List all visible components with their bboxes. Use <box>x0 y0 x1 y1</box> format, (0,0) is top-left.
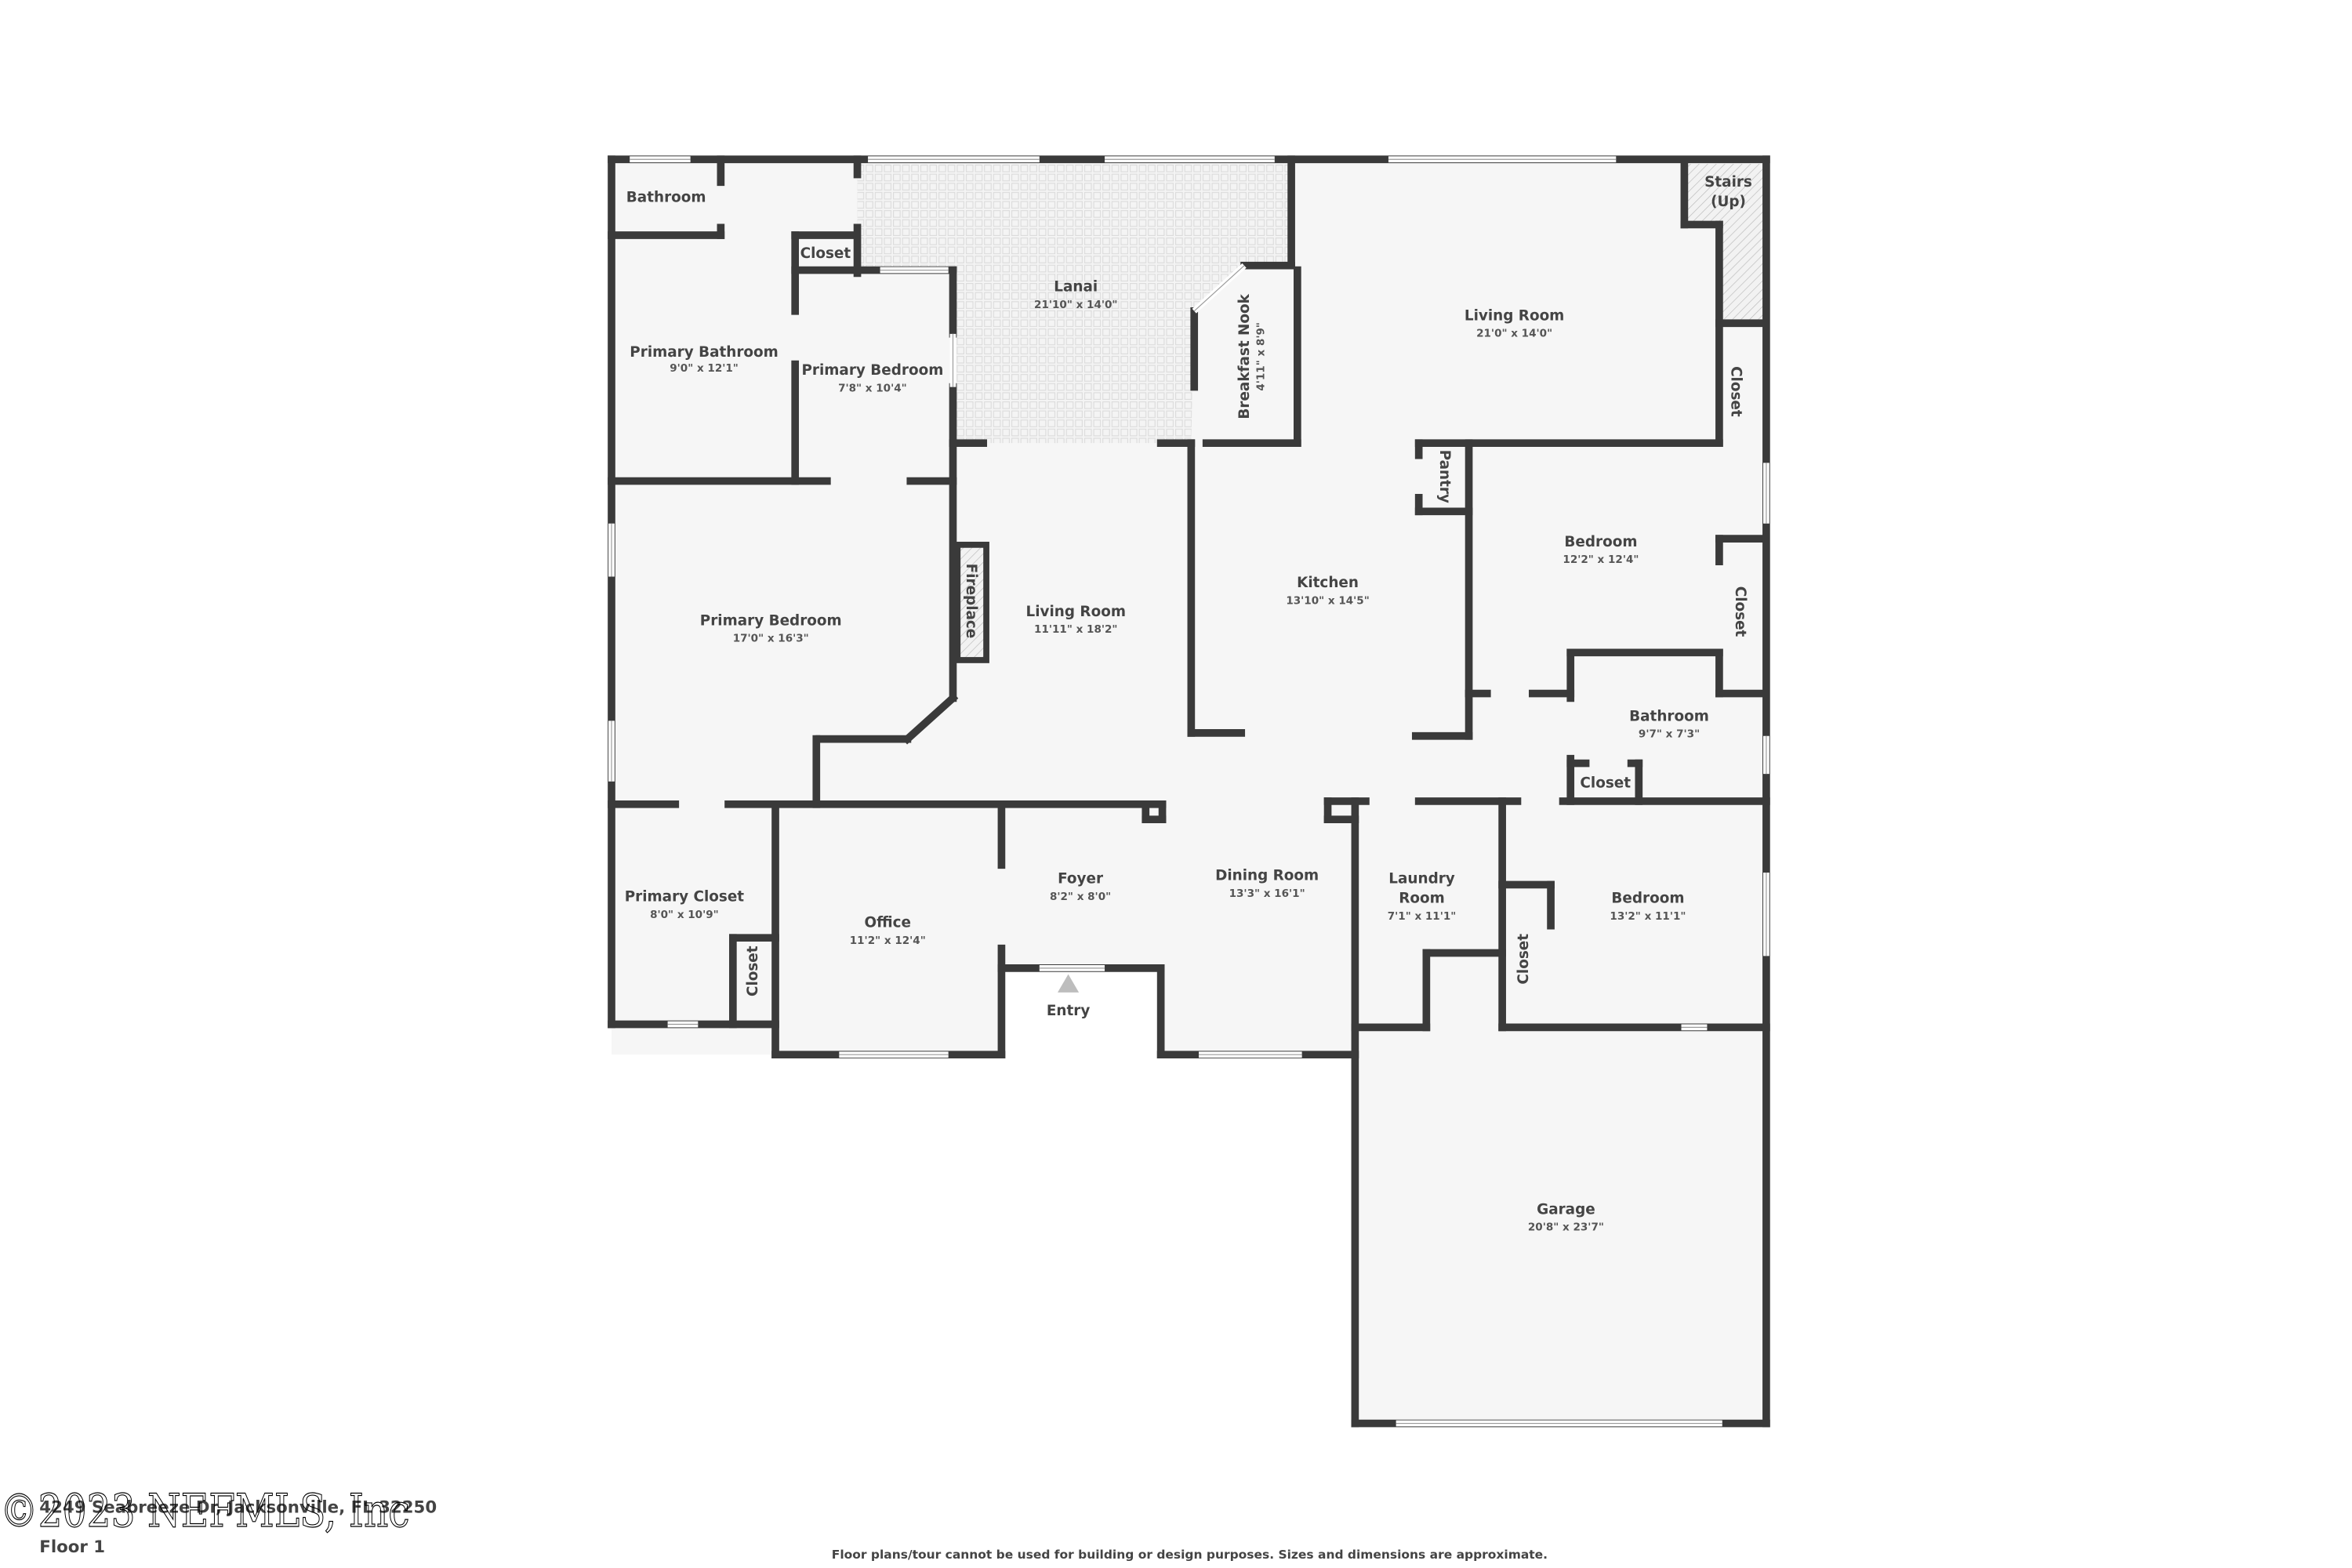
room-label: Bedroom <box>1564 534 1637 550</box>
room-dims: 9'0" x 12'1" <box>670 362 739 375</box>
room-label: Dining Room <box>1215 868 1319 884</box>
room-dims: 17'0" x 16'3" <box>733 633 809 645</box>
room-dims: 8'0" x 10'9" <box>650 909 719 921</box>
room-dims: 20'8" x 23'7" <box>1528 1221 1604 1234</box>
room-label: Lanai <box>1054 279 1098 296</box>
room-label: Foyer <box>1058 870 1104 887</box>
room-label: Closet <box>1580 775 1631 792</box>
disclaimer: Floor plans/tour cannot be used for buil… <box>832 1548 1548 1562</box>
room-dims: 13'3" x 16'1" <box>1229 887 1305 900</box>
wall <box>902 692 959 745</box>
room-dims: 13'2" x 11'1" <box>1610 910 1686 923</box>
room-dims: 12'2" x 12'4" <box>1563 554 1639 566</box>
room-label: Fireplace <box>963 564 979 639</box>
room-dims: 21'0" x 14'0" <box>1476 328 1552 340</box>
room-label: Living Room <box>1026 604 1126 620</box>
room-dims: 7'1" x 11'1" <box>1388 910 1457 923</box>
room-label: (Up) <box>1711 194 1746 210</box>
room-label: Closet <box>1727 366 1744 417</box>
room-dims: 11'2" x 12'4" <box>850 935 926 947</box>
stairs-hatch <box>1684 164 1764 324</box>
room-label: Primary Bedroom <box>801 362 943 379</box>
room-label: Closet <box>800 245 851 262</box>
room-label: Closet <box>1732 586 1748 637</box>
room-label: Office <box>865 915 911 931</box>
floor-label: Floor 1 <box>39 1537 105 1557</box>
room-label: Breakfast Nook <box>1236 293 1253 419</box>
room-label: Room <box>1399 891 1445 907</box>
room-label: Bathroom <box>626 189 706 205</box>
entry-arrow-icon <box>1058 974 1080 993</box>
room-label: Closet <box>1515 934 1532 985</box>
room-label: Closet <box>745 946 761 996</box>
room-dims: 21'10" x 14'0" <box>1034 299 1117 311</box>
room-dims: 13'10" x 14'5" <box>1286 594 1369 607</box>
floor-fill <box>612 159 1766 1424</box>
room-label: Laundry <box>1388 870 1454 887</box>
room-label: Bathroom <box>1629 708 1709 724</box>
room-label: Bedroom <box>1611 891 1684 907</box>
room-label: Primary Bedroom <box>700 612 842 629</box>
room-dims: 11'11" x 18'2" <box>1034 623 1117 636</box>
room-dims: 4'11" x 8'9" <box>1254 322 1267 391</box>
room-dims: 9'7" x 7'3" <box>1639 728 1700 741</box>
room-label: Living Room <box>1465 307 1564 324</box>
room-label: Primary Bathroom <box>630 344 779 361</box>
room-dims: 8'2" x 8'0" <box>1050 891 1111 903</box>
room-label: Entry <box>1047 1003 1090 1019</box>
windows <box>608 156 1769 1427</box>
room-label: Kitchen <box>1297 575 1359 591</box>
room-label: Pantry <box>1436 450 1453 503</box>
lanai-floor <box>857 164 1292 444</box>
watermark: ©2023 NEFMLS, Inc <box>0 1484 410 1537</box>
fireplace-hatch <box>954 541 989 663</box>
address: 4249 Seabreeze Dr, Jacksonville, FL 3225… <box>39 1498 437 1518</box>
room-label: Stairs <box>1704 174 1752 191</box>
room-label: Garage <box>1537 1201 1595 1218</box>
room-dims: 7'8" x 10'4" <box>838 382 907 394</box>
window <box>1193 265 1245 312</box>
room-label: Primary Closet <box>625 889 745 906</box>
